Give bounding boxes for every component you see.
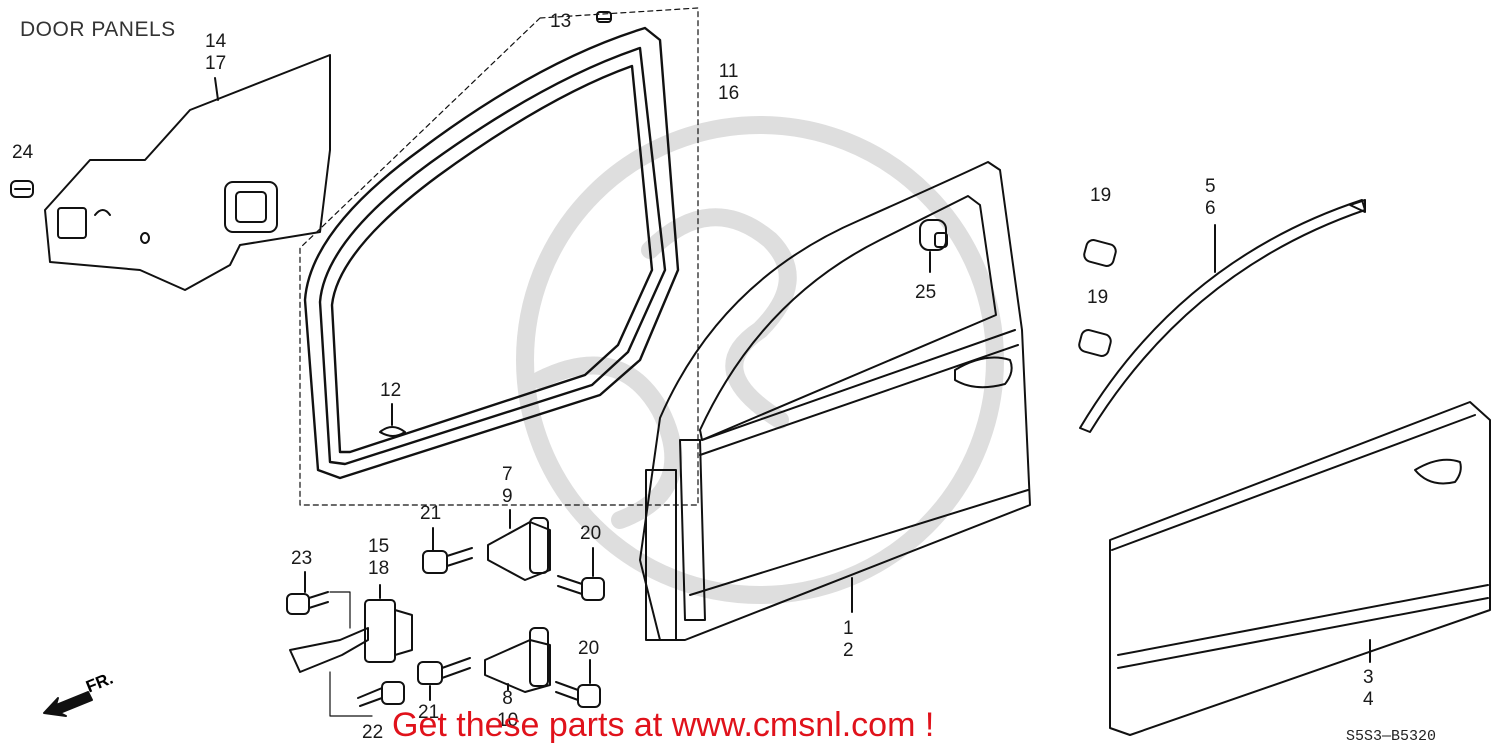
upper-hinge-7-9 — [487, 517, 551, 581]
door-bumper-25 — [919, 219, 948, 251]
label-23: 23 — [291, 548, 313, 569]
dashed-group-boundary — [299, 7, 699, 506]
clip-13 — [596, 11, 612, 23]
label-25: 25 — [915, 282, 937, 303]
label-21-lower: 21 — [418, 702, 440, 723]
label-20-upper: 20 — [580, 523, 602, 544]
door-weatherstrip-11-16 — [303, 26, 680, 480]
bolt-22 — [357, 681, 405, 707]
label-19-top: 19 — [1090, 185, 1112, 206]
bolt-21-lower — [417, 657, 471, 685]
leader-line — [329, 591, 351, 629]
bolt-23 — [286, 591, 329, 615]
inner-door-lining-14-17 — [44, 54, 331, 291]
watermark-logo — [516, 116, 1004, 604]
diagram-code: S5S3—B5320 — [1346, 728, 1437, 745]
bolt-21-upper — [422, 547, 473, 574]
grommet-19-top — [1083, 239, 1117, 267]
label-19-bottom: 19 — [1087, 287, 1109, 308]
front-direction-arrow — [43, 691, 93, 717]
bolt-20-lower — [555, 681, 601, 708]
label-20-lower: 20 — [578, 638, 600, 659]
label-21-upper: 21 — [420, 503, 442, 524]
outer-door-skin-3-4 — [1109, 401, 1491, 736]
label-13: 13 — [550, 11, 572, 32]
clip-12 — [379, 426, 406, 437]
bolt-20-upper — [557, 575, 605, 601]
window-molding-5-6 — [1079, 199, 1366, 433]
leader-line — [329, 671, 373, 717]
promo-link-text[interactable]: Get these parts at www.cmsnl.com ! — [392, 706, 935, 744]
door-checker-15-18 — [289, 599, 413, 673]
lower-hinge-8-10 — [484, 627, 551, 693]
label-12: 12 — [380, 380, 402, 401]
clip-24 — [10, 180, 34, 198]
diagram-title: DOOR PANELS — [20, 18, 176, 41]
leader-line — [214, 77, 219, 101]
label-22: 22 — [362, 722, 384, 743]
door-shell-1-2 — [639, 161, 1031, 641]
grommet-19-bottom — [1078, 329, 1112, 357]
label-24: 24 — [12, 142, 34, 163]
